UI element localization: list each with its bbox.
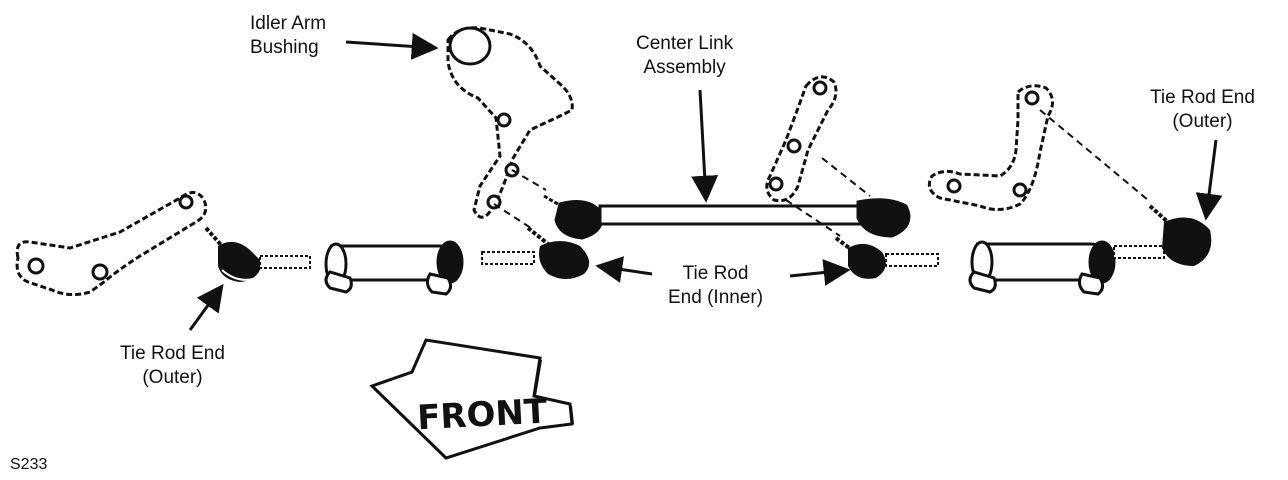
label-idler-arm-line1: Idler Arm <box>250 13 327 34</box>
tie-rod-end-inner-left <box>526 226 590 279</box>
front-label: FRONT <box>416 392 549 439</box>
left-inner-threads <box>481 251 535 265</box>
left-steering-arm <box>15 191 208 297</box>
label-inner-line2: End (Inner) <box>668 287 764 308</box>
label-center-link-assembly: Center Link Assembly <box>636 32 733 80</box>
pitman-arm-center <box>765 75 838 203</box>
label-tie-rod-end-inner: Tie Rod End (Inner) <box>668 262 763 310</box>
right-steering-arm <box>927 84 1054 211</box>
center-link-assembly <box>543 194 911 240</box>
label-outer-left-line1: Tie Rod End <box>120 343 225 364</box>
tie-rod-end-inner-right-arrow <box>789 259 851 286</box>
idler-arm <box>446 26 574 219</box>
label-center-link-line2: Assembly <box>643 57 726 78</box>
tie-rod-end-outer-left <box>204 226 311 282</box>
idler-arm-bushing-arrow <box>345 32 439 60</box>
tie-rod-end-inner-left-arrow <box>595 256 653 283</box>
label-tie-rod-end-outer-right: Tie Rod End (Outer) <box>1150 86 1255 134</box>
label-idler-arm-line2: Bushing <box>250 37 319 58</box>
label-outer-right-line1: Tie Rod End <box>1150 87 1255 108</box>
center-link-arrow <box>691 89 719 203</box>
label-inner-line1: Tie Rod <box>682 263 749 284</box>
right-outer-threads <box>1113 245 1165 259</box>
figure-code: S233 <box>10 456 48 473</box>
label-idler-arm-bushing: Idler Arm Bushing <box>250 12 326 60</box>
label-outer-left-line2: (Outer) <box>142 367 203 388</box>
label-tie-rod-end-outer-left: Tie Rod End (Outer) <box>120 342 225 390</box>
assembly-guide-lines <box>493 109 1149 237</box>
leader-arrows <box>188 32 1223 331</box>
label-outer-right-line2: (Outer) <box>1172 111 1233 132</box>
tie-rod-end-outer-right-arrow <box>1195 139 1223 221</box>
tie-rod-end-outer-right <box>1148 204 1212 266</box>
right-adjusting-sleeve <box>968 240 1116 296</box>
left-adjusting-sleeve <box>324 240 464 296</box>
tie-rod-end-inner-right <box>834 236 939 279</box>
tie-rod-end-outer-left-arrow <box>188 283 224 331</box>
label-center-link-line1: Center Link <box>636 33 734 54</box>
front-direction-arrow: FRONT <box>369 338 574 460</box>
